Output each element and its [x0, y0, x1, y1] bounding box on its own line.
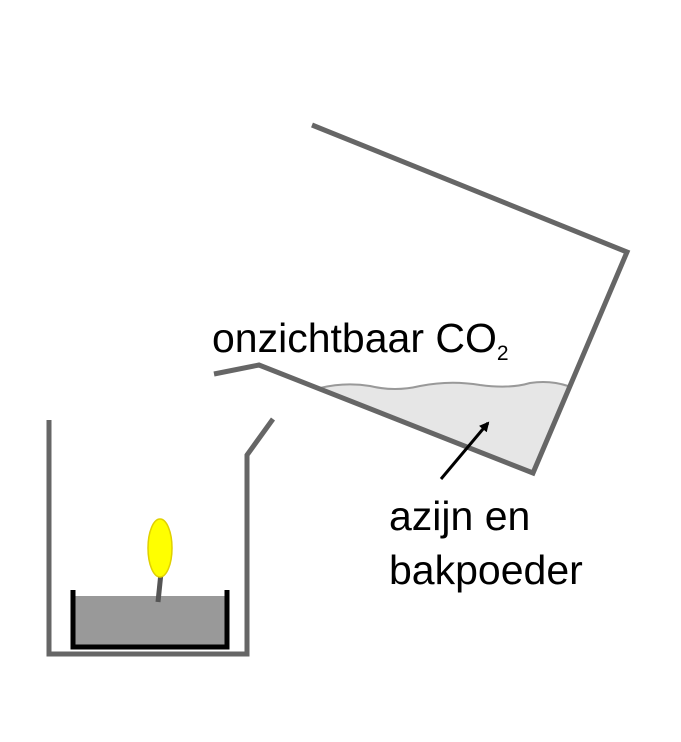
candle-wax — [73, 596, 227, 647]
candle-holder — [70, 590, 230, 650]
liquid-surface — [319, 381, 569, 390]
liquid-label-line2: bakpoeder — [389, 547, 583, 593]
beaker-glass — [213, 122, 631, 477]
glass-outline — [46, 417, 276, 657]
tilted-beaker — [213, 122, 631, 477]
gas-label-main: onzichtbaar CO — [212, 315, 497, 361]
candle-glass — [46, 417, 276, 657]
flame-icon — [147, 518, 173, 578]
beaker-liquid — [320, 382, 568, 473]
gas-label-subscript: 2 — [497, 342, 509, 365]
liquid-label-line1: azijn en — [389, 493, 530, 539]
gas-label: onzichtbaar CO2 — [212, 315, 509, 365]
liquid-pointer-arrow — [439, 421, 490, 480]
